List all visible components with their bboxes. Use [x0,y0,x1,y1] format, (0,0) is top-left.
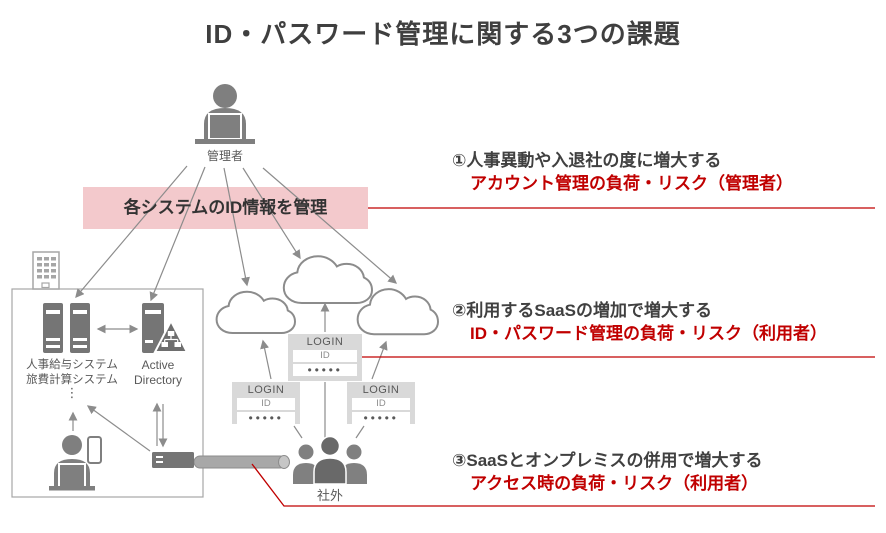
internal-user-icon [49,435,102,491]
issue-3: ③SaaSとオンプレミスの併用で増大する アクセス時の負荷・リスク（利用者） [452,449,882,495]
login-title: LOGIN [362,384,400,396]
external-people-icon [293,435,367,485]
login-id-field: ID [293,350,357,362]
onprem-systems-label: 人事給与システム 旅費計算システム [17,358,127,388]
ad-label-line-1: Active [141,358,175,372]
red-connector-lines [251,207,875,507]
issue-2-risk: ID・パスワード管理の負荷・リスク（利用者） [470,324,827,343]
pink-highlight-box [83,187,368,229]
login-box-middle: LOGIN ID ●●●●● [288,334,362,381]
admin-fan-arrows [75,165,398,302]
login-password-field: ●●●●● [293,364,357,376]
issue-1: ①人事異動や入退社の度に増大する アカウント管理の負荷・リスク（管理者） [452,149,882,195]
building-icon [32,251,60,290]
admin-label: 管理者 [206,149,243,163]
onprem-arrows [68,402,168,452]
cloud-icons [217,256,438,334]
login-id-field: ID [237,398,295,410]
ad-label-line-2: Directory [133,373,182,387]
more-systems-ellipsis: ⋮ [65,385,79,400]
active-directory-icon [142,303,189,353]
server-icons [43,303,90,353]
login-to-cloud-arrows [260,302,388,380]
admin-user-icon [195,84,255,144]
system-label-1: 人事給与システム [26,359,118,371]
login-password-field: ●●●●● [352,412,410,424]
people-to-login-lines [293,382,365,439]
external-label: 社外 [316,488,343,503]
login-title: LOGIN [306,336,344,348]
gateway-icon [152,452,290,469]
login-password-field: ●●●●● [237,412,295,424]
issue-1-risk: アカウント管理の負荷・リスク（管理者） [470,174,793,193]
pink-highlight-label: 各システムのID情報を管理 [123,198,328,217]
login-box-right: LOGIN ID ●●●●● [347,382,415,424]
issue-3-risk: アクセス時の負荷・リスク（利用者） [470,474,759,493]
active-directory-label: Active Directory [126,358,190,388]
login-box-left: LOGIN ID ●●●●● [232,382,300,424]
login-title: LOGIN [247,384,285,396]
issue-1-heading: ①人事異動や入退社の度に増大する [452,151,722,170]
issue-2-heading: ②利用するSaaSの増加で増大する [452,301,712,320]
page-title: ID・パスワード管理に関する3つの課題 [205,19,681,49]
issue-3-heading: ③SaaSとオンプレミスの併用で増大する [452,451,763,470]
system-label-2: 旅費計算システム [26,374,118,386]
login-id-field: ID [352,398,410,410]
issue-2: ②利用するSaaSの増加で増大する ID・パスワード管理の負荷・リスク（利用者） [452,299,882,345]
